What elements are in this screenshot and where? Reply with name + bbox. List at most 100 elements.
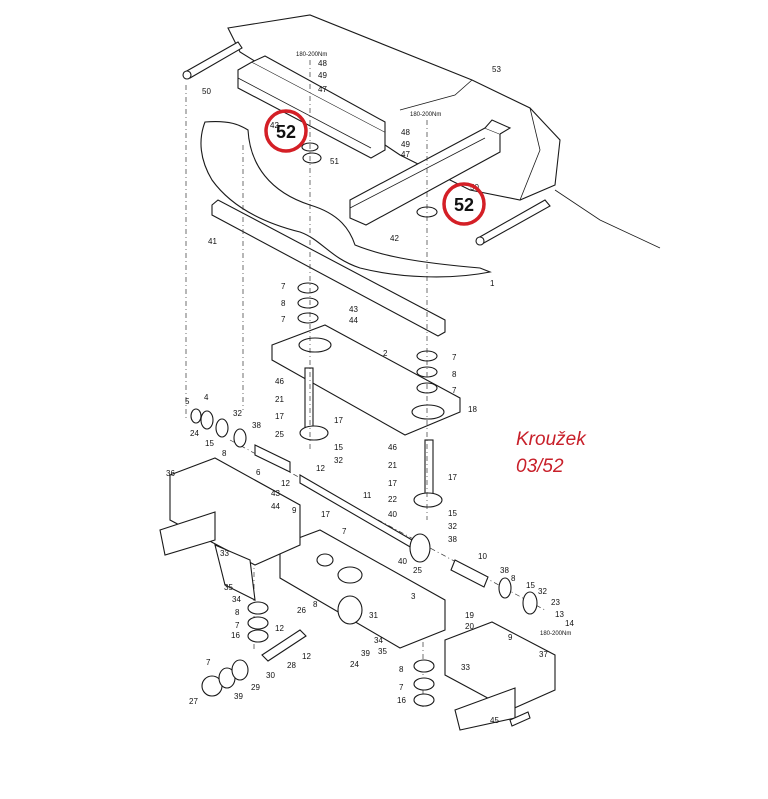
label-18: 18 — [468, 405, 477, 414]
highlight-label: 52 — [276, 122, 296, 142]
label-27: 27 — [189, 697, 198, 706]
label-12: 12 — [316, 464, 325, 473]
label-9: 9 — [292, 506, 297, 515]
label-29: 29 — [251, 683, 260, 692]
label-43b: 43 — [271, 489, 280, 498]
label-46b: 46 — [388, 443, 397, 452]
label-40: 40 — [388, 510, 397, 519]
label-26: 26 — [297, 606, 306, 615]
label-40b: 40 — [398, 557, 407, 566]
label-15: 15 — [334, 443, 343, 452]
label-48: 48 — [318, 59, 327, 68]
label-8g: 8 — [399, 665, 404, 674]
label-15d: 15 — [526, 581, 535, 590]
label-17c: 17 — [448, 473, 457, 482]
label-8f: 8 — [313, 600, 318, 609]
bearing-stack-right — [413, 206, 443, 508]
left-shaft-assembly — [190, 408, 291, 473]
highlight-circle — [442, 182, 486, 226]
highlight-circle — [264, 109, 308, 153]
lower-left-bearings — [201, 601, 307, 697]
label-16b: 16 — [397, 696, 406, 705]
label-48b: 48 — [401, 128, 410, 137]
label-39b: 39 — [234, 692, 243, 701]
label-9b: 9 — [508, 633, 513, 642]
caption-title: Kroužek — [516, 429, 586, 450]
label-49: 49 — [318, 71, 327, 80]
label-34: 34 — [232, 595, 241, 604]
label-3: 3 — [411, 592, 416, 601]
label-12c: 12 — [275, 624, 284, 633]
label-7: 7 — [281, 282, 286, 291]
label-13: 13 — [555, 610, 564, 619]
part-caption: Kroužek 03/52 — [516, 426, 586, 480]
label-10: 10 — [478, 552, 487, 561]
label-6: 6 — [256, 468, 261, 477]
lower-right-bearings — [413, 659, 531, 727]
label-4: 4 — [204, 393, 209, 402]
label-49b: 49 — [401, 140, 410, 149]
lower-shield — [200, 121, 492, 278]
label-12b: 12 — [281, 479, 290, 488]
label-32: 32 — [334, 456, 343, 465]
label-41: 41 — [208, 237, 217, 246]
label-7h: 7 — [399, 683, 404, 692]
label-17: 17 — [275, 412, 284, 421]
label-44: 44 — [349, 316, 358, 325]
label-38c: 38 — [500, 566, 509, 575]
label-21: 21 — [275, 395, 284, 404]
label-47: 47 — [318, 85, 327, 94]
label-37: 37 — [539, 650, 548, 659]
gear-housing — [279, 529, 446, 649]
label-50: 50 — [202, 87, 211, 96]
label-21b: 21 — [388, 461, 397, 470]
label-32c: 32 — [448, 522, 457, 531]
label-51: 51 — [330, 157, 339, 166]
torque-label-middle: 180-200Nm — [410, 112, 441, 118]
label-53: 53 — [492, 65, 501, 74]
frame-left — [159, 457, 301, 601]
label-2: 2 — [383, 349, 388, 358]
label-38: 38 — [252, 421, 261, 430]
torque-label-top: 180-200Nm — [296, 52, 327, 58]
label-11: 11 — [363, 491, 372, 500]
label-43: 43 — [349, 305, 358, 314]
label-24: 24 — [190, 429, 199, 438]
label-8c: 8 — [222, 449, 227, 458]
label-8b: 8 — [452, 370, 457, 379]
label-20: 20 — [465, 622, 474, 631]
label-7b: 7 — [281, 315, 286, 324]
label-47b: 47 — [401, 150, 410, 159]
label-14: 14 — [565, 619, 574, 628]
label-8: 8 — [281, 299, 286, 308]
guide-tubes — [182, 41, 661, 249]
label-31: 31 — [369, 611, 378, 620]
label-35: 35 — [224, 583, 233, 592]
label-7d: 7 — [452, 386, 457, 395]
label-44b: 44 — [271, 502, 280, 511]
label-42b: 42 — [390, 234, 399, 243]
label-28: 28 — [287, 661, 296, 670]
label-7e: 7 — [342, 527, 347, 536]
label-16: 16 — [231, 631, 240, 640]
label-19: 19 — [465, 611, 474, 620]
torque-label-right: 180-200Nm — [540, 631, 571, 637]
label-32b: 32 — [233, 409, 242, 418]
label-42: 42 — [270, 121, 279, 130]
label-45: 45 — [490, 716, 499, 725]
drive-shaft — [299, 474, 431, 563]
label-8e: 8 — [235, 608, 240, 617]
label-23: 23 — [551, 598, 560, 607]
label-25: 25 — [275, 430, 284, 439]
highlight-label: 52 — [454, 195, 474, 215]
label-15b: 15 — [205, 439, 214, 448]
label-46: 46 — [275, 377, 284, 386]
highlight-52-upper: 52 — [264, 109, 308, 153]
label-17d: 17 — [388, 479, 397, 488]
label-25b: 25 — [413, 566, 422, 575]
label-30: 30 — [266, 671, 275, 680]
label-12d: 12 — [302, 652, 311, 661]
label-32d: 32 — [538, 587, 547, 596]
shaft-10 — [450, 559, 538, 615]
